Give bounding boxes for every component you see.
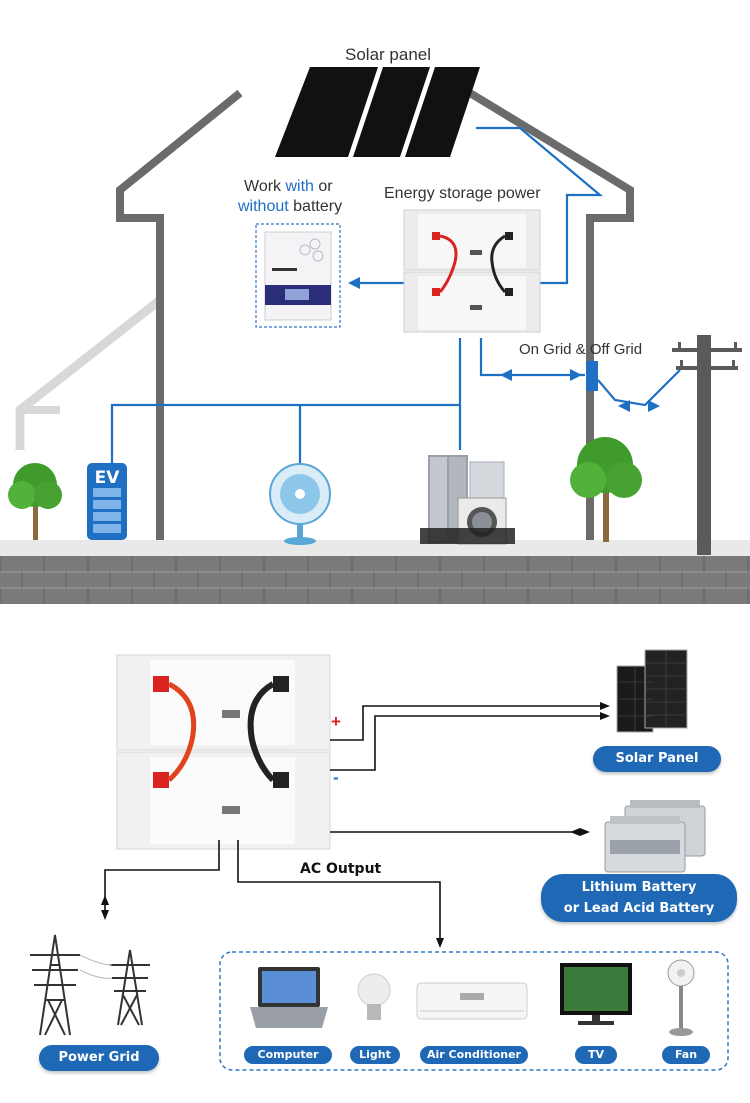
house-outline-right <box>467 89 634 545</box>
battery-pill: Lithium Battery or Lead Acid Battery <box>541 874 737 922</box>
battery-pill-line1: Lithium Battery <box>581 880 697 895</box>
arrow-right-icon <box>600 702 610 710</box>
computer-icon <box>250 967 328 1028</box>
power-grid-pill: Power Grid <box>39 1045 159 1071</box>
ac-output-label: AC Output <box>300 861 382 877</box>
air-conditioner-icon <box>416 982 528 1020</box>
inverter-icon <box>264 231 332 321</box>
work-with-label-line1: Work with or <box>244 178 333 196</box>
arrow-down-icon <box>101 910 109 920</box>
house-side-wall <box>15 296 163 450</box>
appliance-label-computer: Computer <box>244 1046 332 1064</box>
standing-fan-icon <box>667 959 695 1036</box>
work-text: Work <box>244 178 286 195</box>
plus-sign: + <box>331 712 341 731</box>
appliance-label-air-conditioner: Air Conditioner <box>420 1046 528 1064</box>
arrow-down-icon <box>436 938 444 948</box>
light-bulb-icon <box>357 973 391 1020</box>
solar-panels-icon <box>616 649 688 733</box>
arrow-right-icon <box>648 400 660 412</box>
arrow-left-icon <box>348 277 360 289</box>
arrow-right-icon <box>580 828 590 836</box>
power-tower-icon <box>110 949 150 1026</box>
utility-pole-icon <box>672 335 742 555</box>
arrow-left-icon <box>500 369 512 381</box>
house-scene <box>0 67 750 604</box>
wiring-lines <box>110 126 681 470</box>
tv-icon <box>560 963 632 1025</box>
or-text: or <box>313 178 333 195</box>
ev-label: EV <box>94 468 120 488</box>
tree-icon <box>570 437 642 542</box>
ground-strip <box>0 540 750 558</box>
solar-panel-pill: Solar Panel <box>593 746 721 772</box>
without-text: without <box>238 198 289 215</box>
energy-storage-battery-icon <box>403 209 541 333</box>
arrow-right-icon <box>570 369 582 381</box>
appliance-label-fan: Fan <box>662 1046 710 1064</box>
battery-text: battery <box>288 198 343 215</box>
solar-panel-label: Solar panel <box>345 45 432 64</box>
tree-icon <box>8 463 62 540</box>
ev-charger-icon <box>87 463 127 540</box>
inverter-dashed-frame <box>255 223 341 328</box>
fan-icon <box>269 463 331 545</box>
battery-pill-line2: or Lead Acid Battery <box>563 901 715 916</box>
work-with-label-line2: without battery <box>238 198 342 216</box>
battery-pack-icon <box>116 654 331 850</box>
with-text: with <box>285 178 314 195</box>
appliance-label-light: Light <box>350 1046 400 1064</box>
minus-sign: - <box>333 768 339 787</box>
arrow-right-icon <box>600 712 610 720</box>
brick-wall <box>0 556 750 604</box>
appliances-icon <box>420 455 515 545</box>
power-tower-icon <box>30 934 80 1036</box>
appliance-label-tv: TV <box>575 1046 617 1064</box>
energy-storage-label: Energy storage power <box>384 185 541 202</box>
house-outline-left <box>116 89 243 545</box>
grid-label: On Grid & Off Grid <box>519 341 643 358</box>
grid-switch-box <box>586 361 598 391</box>
lead-acid-battery-icon <box>604 800 706 873</box>
solar-panel-icon <box>275 67 480 157</box>
arrow-up-icon <box>101 895 109 905</box>
arrow-left-icon <box>618 400 630 412</box>
